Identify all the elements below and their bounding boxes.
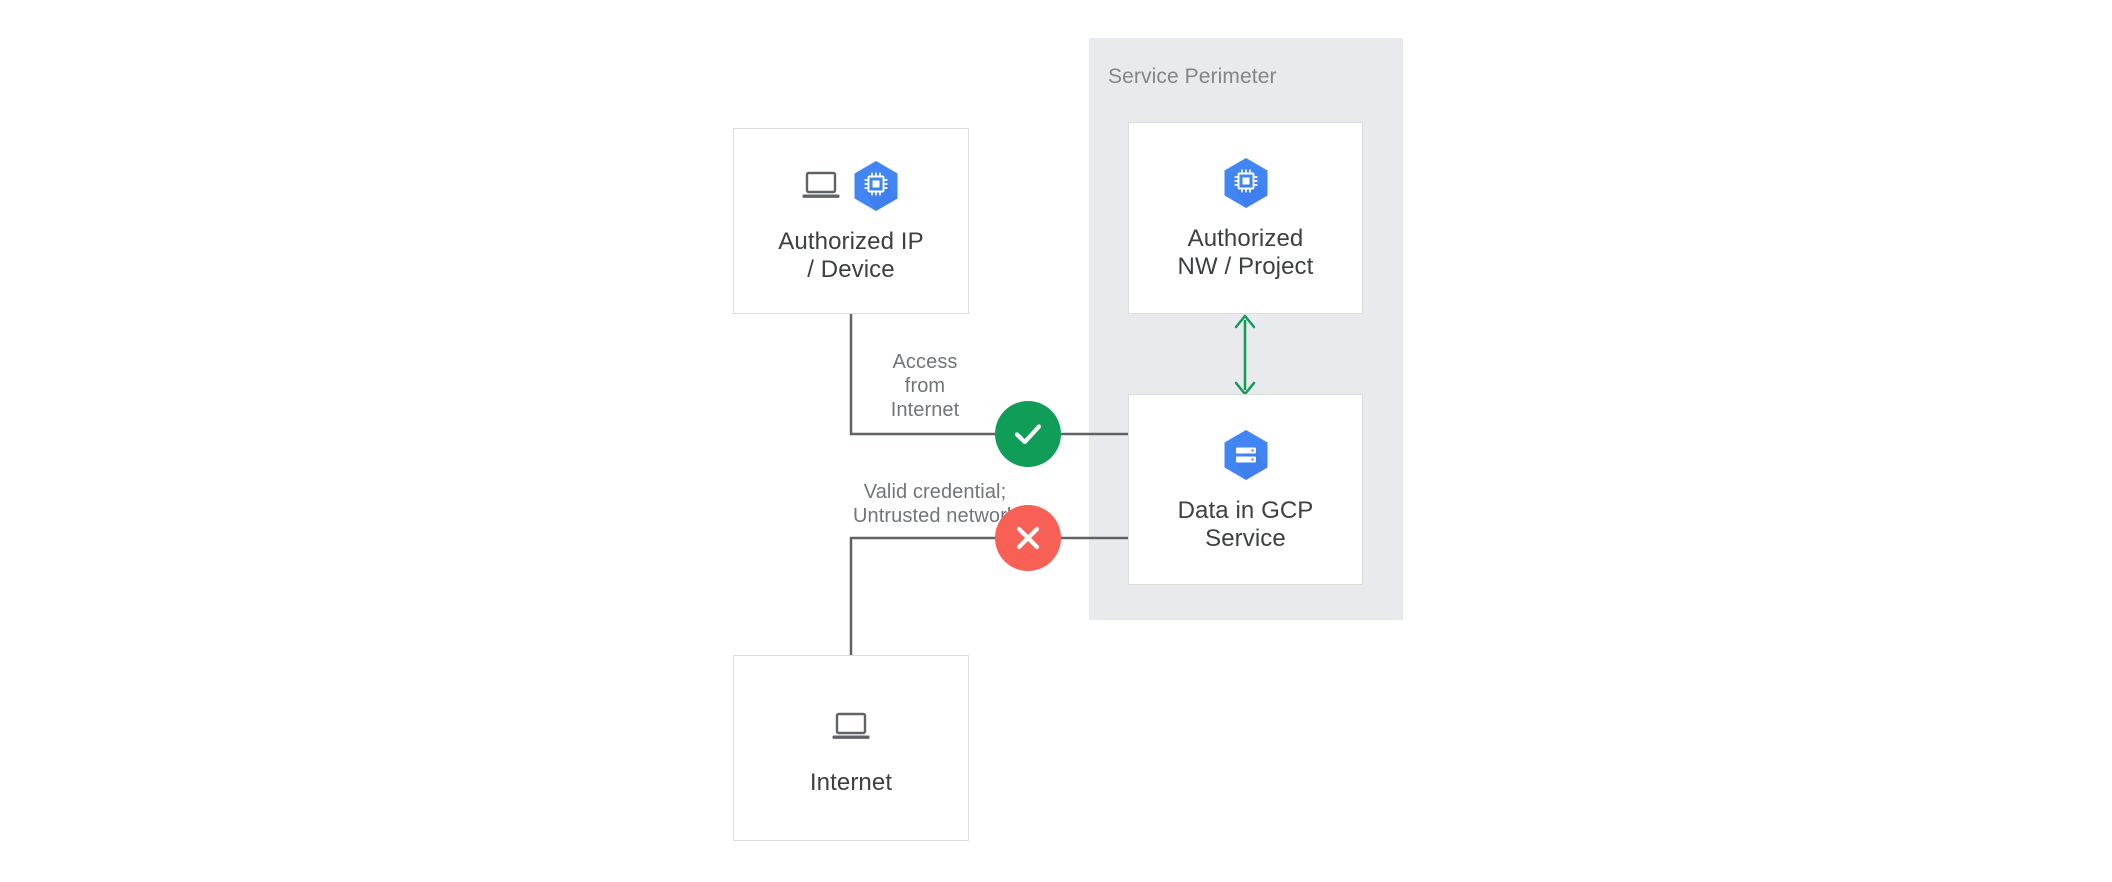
node-authorized-ip-device[interactable]: Authorized IP / Device [733,128,969,314]
node-authorized-nw-project[interactable]: Authorized NW / Project [1128,122,1363,314]
close-icon [1016,526,1040,550]
node-label-internet: Internet [809,769,893,796]
status-badge-allowed[interactable] [995,401,1061,467]
laptop-icon [802,171,840,198]
gcp-database-hexagon-icon [1224,429,1267,480]
node-icon-group [1222,155,1270,211]
node-data-in-gcp-service[interactable]: Data in GCP Service [1128,394,1363,585]
node-icon-group [802,158,900,214]
node-icon-group [1222,427,1270,483]
gcp-compute-hexagon-icon [1224,158,1267,208]
node-label-authorized-nw-project: Authorized NW / Project [1177,225,1314,280]
node-label-data-in-gcp-service: Data in GCP Service [1177,496,1314,552]
status-badge-denied[interactable] [995,505,1061,571]
node-internet[interactable]: Internet [733,655,969,841]
check-icon [1014,424,1042,445]
edge-label-access-from-internet: Access from Internet [890,351,960,421]
wire-internet-to-deny [849,536,1000,655]
laptop-icon [832,712,870,739]
node-label-authorized-ip-device: Authorized IP / Device [778,228,924,283]
gcp-compute-hexagon-icon [854,161,898,211]
service-perimeter-label: Service Perimeter [1108,65,1277,88]
node-icon-group [832,699,870,755]
